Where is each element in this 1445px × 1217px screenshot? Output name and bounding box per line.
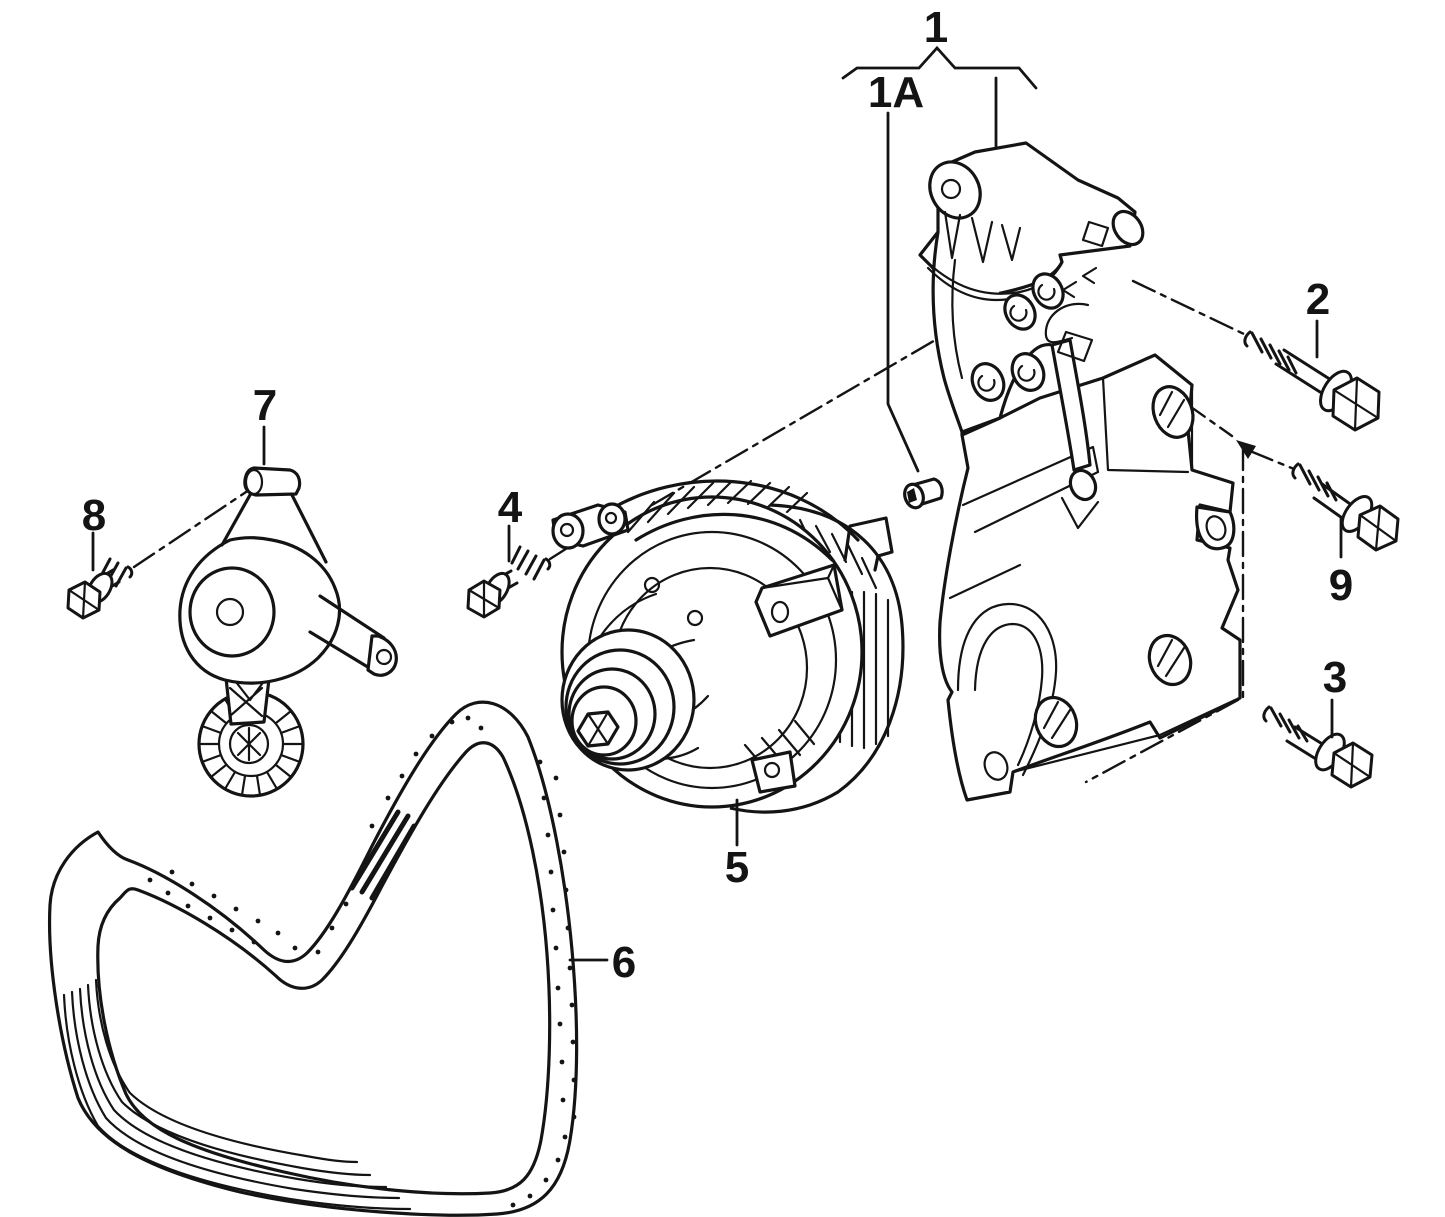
tensioner-right-eye — [375, 648, 393, 666]
leader-1a — [886, 111, 920, 473]
alternator-rear-lug-hole — [770, 600, 790, 624]
tensioner-right-bushing — [366, 634, 398, 677]
plate-foot-hole — [983, 751, 1009, 781]
tensioner-neck — [220, 493, 328, 564]
alignment-line-bolt9 — [1248, 449, 1296, 471]
bracket-leg-hole-2 — [1010, 352, 1046, 392]
plate-arch-inner — [973, 622, 1044, 767]
v-ribbed-belt — [48, 700, 579, 1217]
tensioner-arm-brace — [228, 680, 264, 718]
tensioner-hub-marks — [236, 726, 262, 762]
bolt-4 — [466, 545, 552, 619]
alignment-line-bolt2 — [1131, 279, 1248, 337]
plate-bottom-face — [965, 698, 1237, 802]
routing-arrows — [1061, 266, 1098, 299]
callout-leaders — [91, 45, 1343, 962]
bracket-prongs — [943, 210, 1022, 264]
upper-bracket-leg-inner — [951, 258, 964, 380]
alternator-top-lug-ear2 — [597, 502, 627, 536]
alternator-strap-inner — [634, 512, 834, 562]
alignment-line-bolt8 — [132, 490, 248, 569]
bracket-square-hole-1 — [1081, 220, 1110, 248]
belt-tensioner — [178, 466, 398, 798]
bracket-pulley-boss — [928, 160, 982, 220]
bolt-9 — [1291, 462, 1400, 552]
tensioner-pulley-hub — [228, 723, 270, 765]
bracket-boss-2 — [1031, 272, 1065, 310]
alternator-strap-outer — [604, 479, 860, 542]
alternator-top-lug-ear1 — [551, 512, 585, 550]
brace-part1 — [841, 45, 1038, 90]
bracket-arm-hole — [1068, 468, 1098, 502]
mounting-plate — [938, 353, 1242, 802]
plate-hole-top — [1151, 385, 1195, 439]
alternator-terminal — [843, 516, 894, 572]
callout-9: 9 — [1329, 561, 1353, 610]
alternator-front-screw1 — [643, 576, 661, 594]
callout-1: 1 — [924, 3, 948, 52]
callout-6: 6 — [612, 938, 636, 987]
callout-7: 7 — [253, 381, 277, 430]
tensioner-right-arm — [308, 594, 386, 674]
belt-inner-edge — [96, 741, 552, 1196]
callout-3: 3 — [1323, 653, 1347, 702]
belt-dots — [147, 715, 577, 1208]
bolt-8 — [66, 557, 134, 620]
bolt-2 — [1243, 330, 1381, 432]
callout-8: 8 — [82, 491, 106, 540]
alternator-pulley-nut-facets — [586, 710, 610, 748]
callout-2: 2 — [1306, 275, 1330, 324]
plate-hole-mid — [1033, 695, 1079, 749]
belt-twist-shading — [349, 809, 417, 901]
plate-right-lug — [1195, 505, 1236, 551]
dowel-pin — [903, 477, 944, 510]
bracket-arm-tip — [1060, 496, 1100, 530]
alternator-bottom-lug — [750, 750, 797, 794]
bracket-c-curve — [1044, 302, 1090, 344]
callout-5: 5 — [725, 843, 749, 892]
bracket-assembly — [918, 141, 1242, 802]
belt-ribs — [62, 978, 412, 1211]
arrowhead — [1236, 440, 1256, 459]
alternator-front-screw2 — [686, 609, 704, 627]
alternator-rear-lug — [754, 563, 844, 638]
bracket-leg-hole-1 — [970, 362, 1006, 402]
tensioner-boss-hole — [215, 597, 245, 627]
tensioner-top-bushing — [243, 466, 302, 497]
dowel-pin-shading — [907, 488, 917, 503]
callout-4: 4 — [498, 483, 523, 532]
callout-1a: 1A — [868, 68, 924, 117]
alternator — [551, 479, 905, 814]
phantom-lower-edge — [1084, 698, 1240, 784]
tensioner-boss — [188, 566, 276, 658]
bolt-3 — [1262, 705, 1374, 789]
callout-labels: 1 1A 2 9 3 4 5 6 7 8 — [82, 3, 1353, 987]
upper-bracket-legs — [931, 231, 1092, 472]
plate-edge-line — [948, 563, 1022, 600]
bracket-tube-end — [1111, 209, 1145, 247]
bracket-square-hole-2 — [1056, 330, 1094, 363]
alignment-line-alternator-to-bracket — [650, 326, 958, 507]
plate-hole-right — [1147, 633, 1193, 687]
tensioner-top-bushing-eye — [244, 468, 264, 496]
bracket-boss-1 — [1003, 293, 1037, 331]
